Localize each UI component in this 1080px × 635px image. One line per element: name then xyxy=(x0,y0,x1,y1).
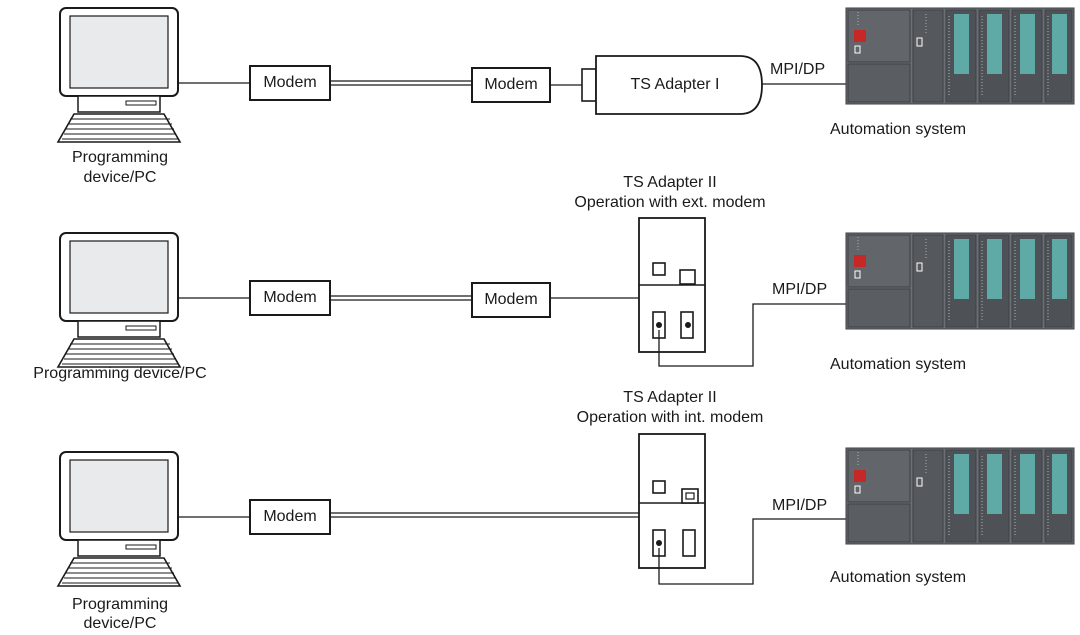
pc-icon xyxy=(57,451,181,587)
automation-system-label: Automation system xyxy=(830,569,967,586)
row-2 xyxy=(57,217,1075,368)
bus-label: MPI/DP xyxy=(772,497,828,514)
modem-right-label: Modem xyxy=(484,76,538,93)
modem-left-box xyxy=(249,499,331,535)
plc-icon xyxy=(845,7,1075,105)
adapter-plug xyxy=(581,68,597,102)
pc-icon xyxy=(57,7,181,143)
adapter-title-line-1: TS Adapter II xyxy=(623,174,717,191)
adapter-title-line-1: TS Adapter II xyxy=(623,389,717,406)
pc-label-line-1: Programming xyxy=(71,149,169,166)
pc-label-line-2: device/PC xyxy=(83,169,157,186)
modem-left-label: Modem xyxy=(263,289,317,306)
bus-label: MPI/DP xyxy=(772,281,828,298)
pc-label-line-1: Programming device/PC xyxy=(33,365,207,382)
bus-label: MPI/DP xyxy=(770,61,826,78)
plc-icon xyxy=(845,232,1075,330)
ts-adapter-i-label: TS Adapter I xyxy=(630,76,720,93)
pc-icon xyxy=(57,232,181,368)
pc-label-line-1: Programming xyxy=(71,596,169,613)
modem-right-label: Modem xyxy=(484,291,538,308)
modem-left-label: Modem xyxy=(263,74,317,91)
adapter-title-line-2: Operation with ext. modem xyxy=(574,194,766,211)
row-3 xyxy=(57,433,1075,587)
ts-adapter-i-icon xyxy=(595,55,763,115)
plc-icon xyxy=(845,447,1075,545)
automation-system-label: Automation system xyxy=(830,121,967,138)
modem-left-label: Modem xyxy=(263,508,317,525)
modem-right-box xyxy=(471,282,551,318)
modem-right-box xyxy=(471,67,551,103)
modem-left-box xyxy=(249,65,331,101)
pc-label-line-2: device/PC xyxy=(83,615,157,632)
modem-left-box xyxy=(249,280,331,316)
automation-system-label: Automation system xyxy=(830,356,967,373)
row-1 xyxy=(57,7,1075,143)
adapter-title-line-2: Operation with int. modem xyxy=(576,409,764,426)
